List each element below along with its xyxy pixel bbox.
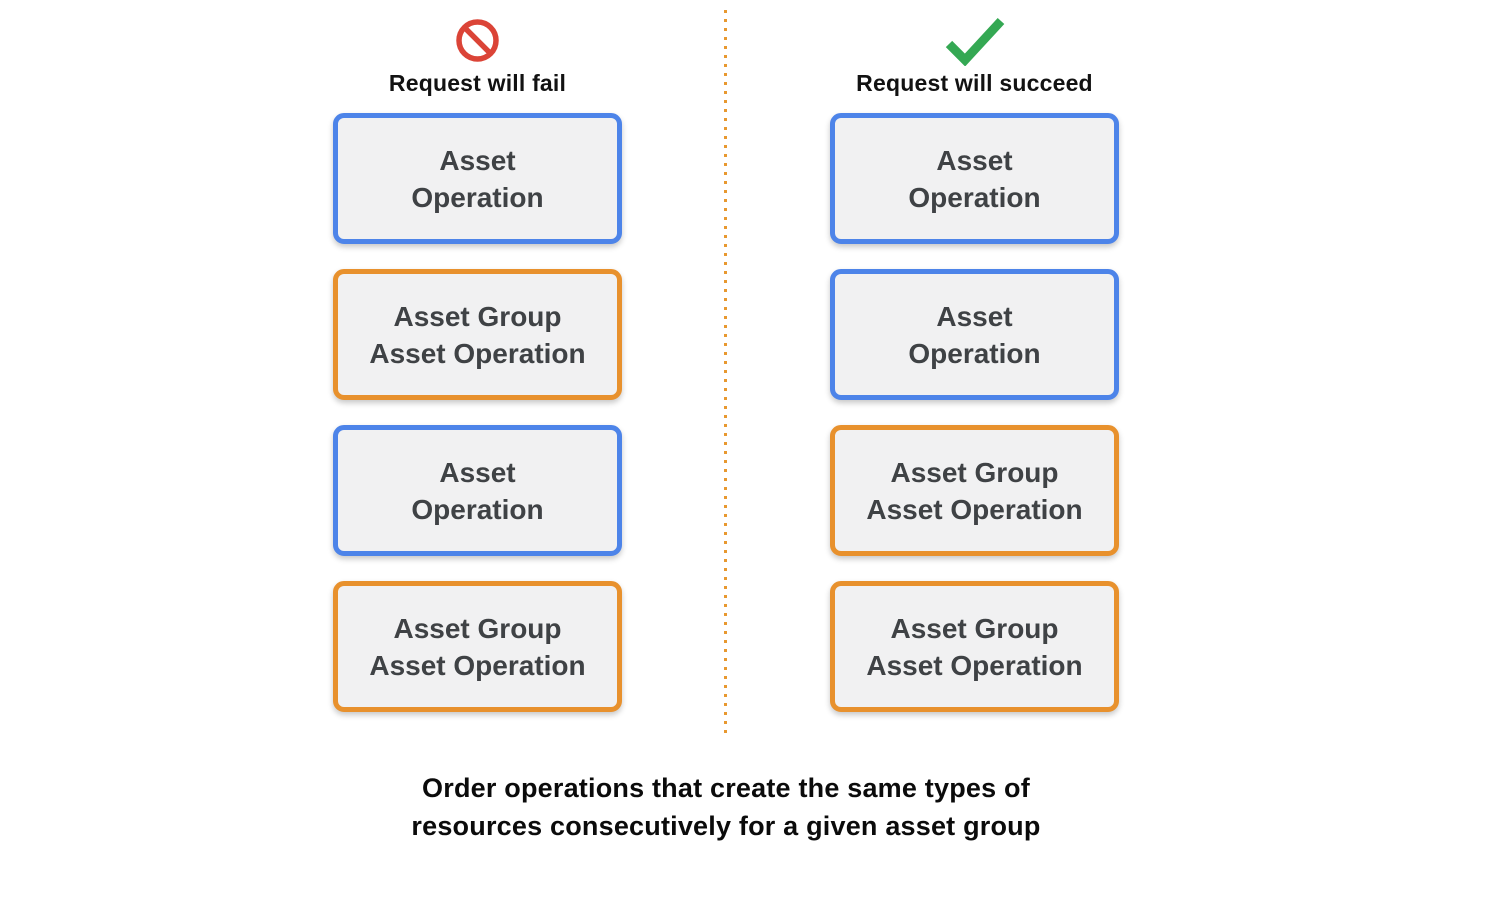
fail-icon-slot (333, 18, 622, 68)
succeed-boxes: Asset Operation Asset Operation Asset Gr… (830, 113, 1119, 712)
succeed-icon-slot (830, 16, 1119, 71)
asset-operation-box: Asset Operation (333, 113, 622, 244)
succeed-column-header: Request will succeed (856, 70, 1093, 96)
fail-boxes: Asset Operation Asset Group Asset Operat… (333, 113, 622, 712)
asset-operation-box: Asset Operation (830, 113, 1119, 244)
asset-group-asset-operation-box: Asset Group Asset Operation (830, 425, 1119, 556)
dotted-divider (724, 10, 727, 738)
asset-group-asset-operation-box: Asset Group Asset Operation (830, 581, 1119, 712)
asset-group-asset-operation-box: Asset Group Asset Operation (333, 269, 622, 400)
asset-group-asset-operation-box: Asset Group Asset Operation (333, 581, 622, 712)
asset-operation-box: Asset Operation (830, 269, 1119, 400)
fail-column-header: Request will fail (388, 70, 567, 96)
checkmark-icon (942, 16, 1008, 71)
asset-operation-box: Asset Operation (333, 425, 622, 556)
prohibition-icon (455, 18, 500, 68)
caption: Order operations that create the same ty… (411, 773, 1041, 841)
